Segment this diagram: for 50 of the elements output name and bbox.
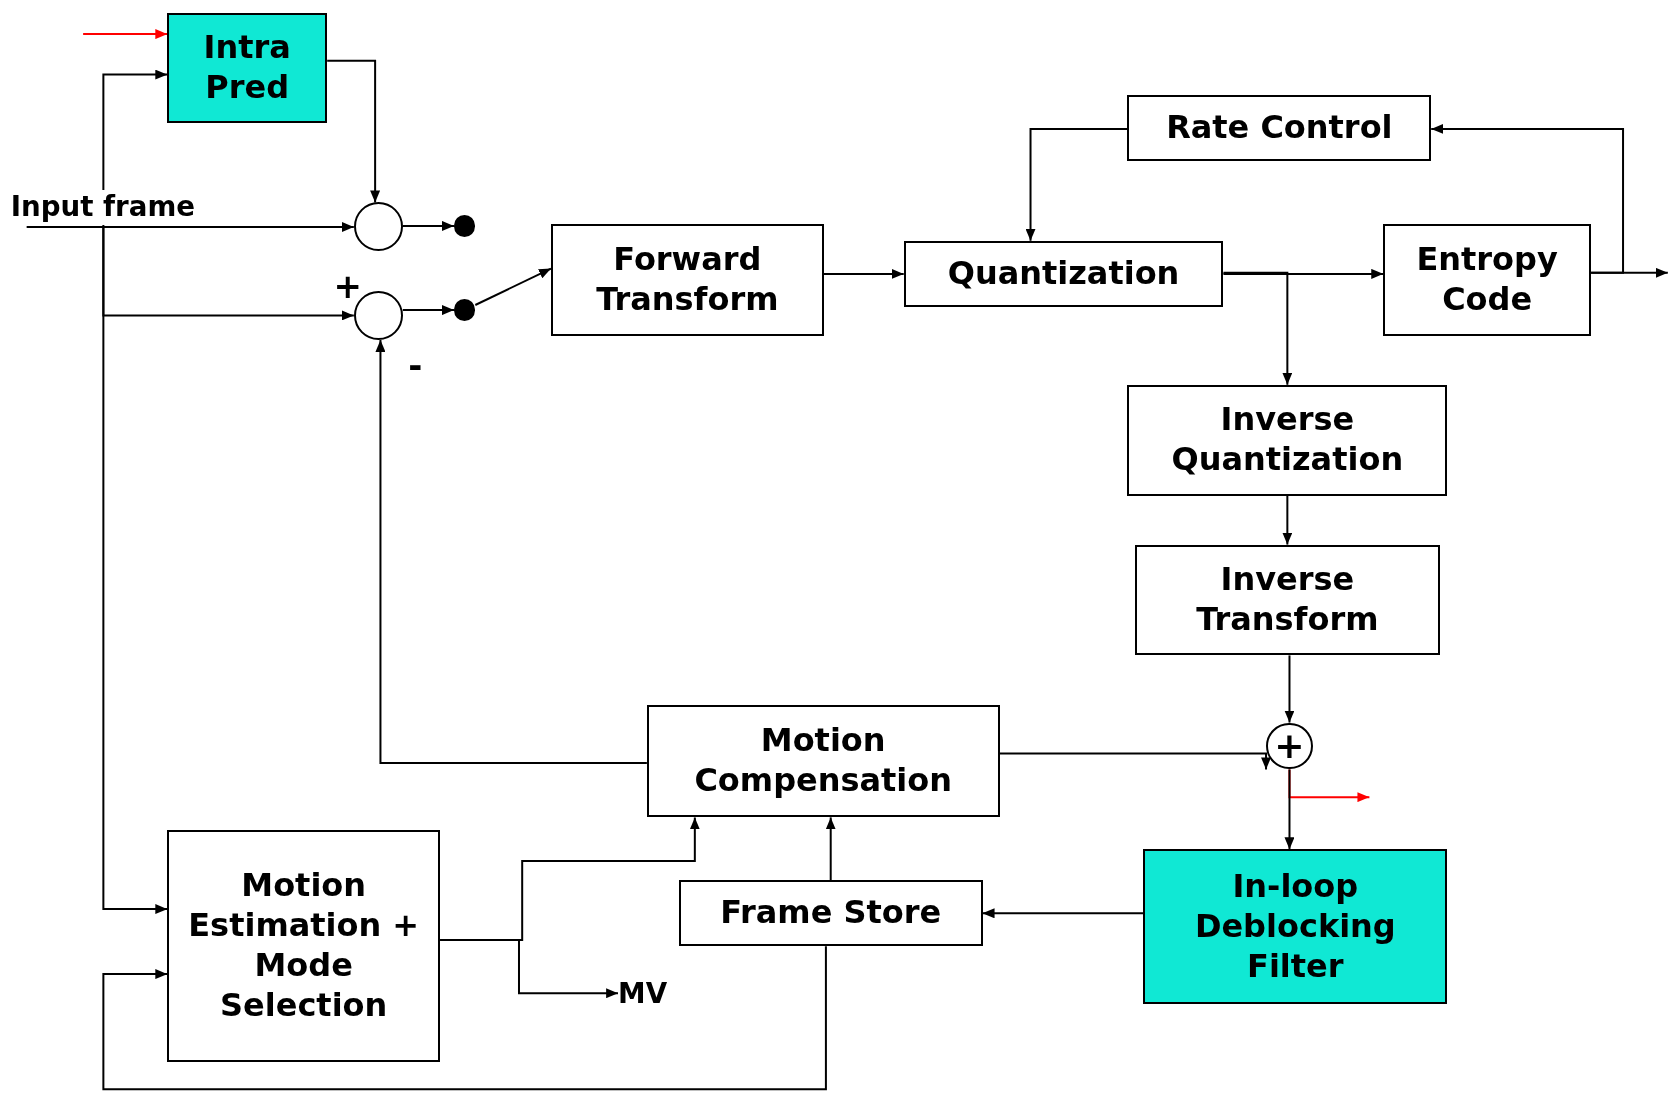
- arrow: [825, 816, 836, 882]
- arrow: [1025, 127, 1129, 242]
- arrow: [822, 268, 905, 279]
- arrow: [102, 226, 169, 915]
- arrow: [998, 752, 1272, 771]
- process-box: [646, 705, 1000, 818]
- arrow: [981, 908, 1145, 919]
- arrow: [375, 338, 648, 765]
- process-box: [1127, 94, 1432, 161]
- arrow: [1222, 271, 1293, 386]
- switch-contact: [453, 215, 476, 237]
- arrow: [82, 29, 169, 40]
- switch-contact: [453, 299, 476, 321]
- arrow: [401, 305, 455, 316]
- summing-junction: [1266, 722, 1313, 770]
- block-label: In-loop Deblocking Filter: [1193, 866, 1397, 987]
- process-box: [903, 240, 1224, 307]
- block-label: Quantization: [947, 253, 1180, 294]
- process-box: [1127, 384, 1448, 496]
- sign-label: +: [333, 268, 363, 303]
- arrow: [474, 267, 552, 306]
- arrow: [326, 59, 381, 204]
- arrow: [1284, 654, 1295, 724]
- block-label: Motion Estimation + Mode Selection: [187, 866, 421, 1027]
- arrow: [1282, 494, 1293, 546]
- arrow: [102, 945, 827, 1091]
- arrow: [401, 220, 455, 231]
- arrow: [1430, 123, 1625, 274]
- block-label: Forward Transform: [595, 239, 780, 320]
- block-label: Motion Compensation: [693, 721, 954, 802]
- block-label: Inverse Quantization: [1170, 400, 1405, 481]
- arrow: [25, 222, 355, 232]
- process-box: [1134, 544, 1440, 656]
- block-label: Rate Control: [1166, 107, 1393, 148]
- arrow: [439, 938, 620, 999]
- sign-label: -: [408, 348, 423, 383]
- process-box: [550, 223, 824, 336]
- process-box: [167, 830, 441, 1063]
- process-box: [1143, 849, 1448, 1004]
- block-label: Intra Pred: [202, 27, 292, 108]
- process-box: [678, 880, 983, 947]
- block-label: Frame Store: [720, 893, 942, 934]
- arrow: [1284, 768, 1295, 851]
- block-label: Inverse Transform: [1195, 560, 1380, 640]
- signal-label: Input frame: [10, 189, 196, 225]
- plus-sign: +: [1274, 723, 1305, 769]
- arrow: [1222, 268, 1385, 279]
- process-box: [1383, 223, 1592, 336]
- block-label: Entropy Code: [1415, 239, 1559, 320]
- process-box: [167, 12, 328, 123]
